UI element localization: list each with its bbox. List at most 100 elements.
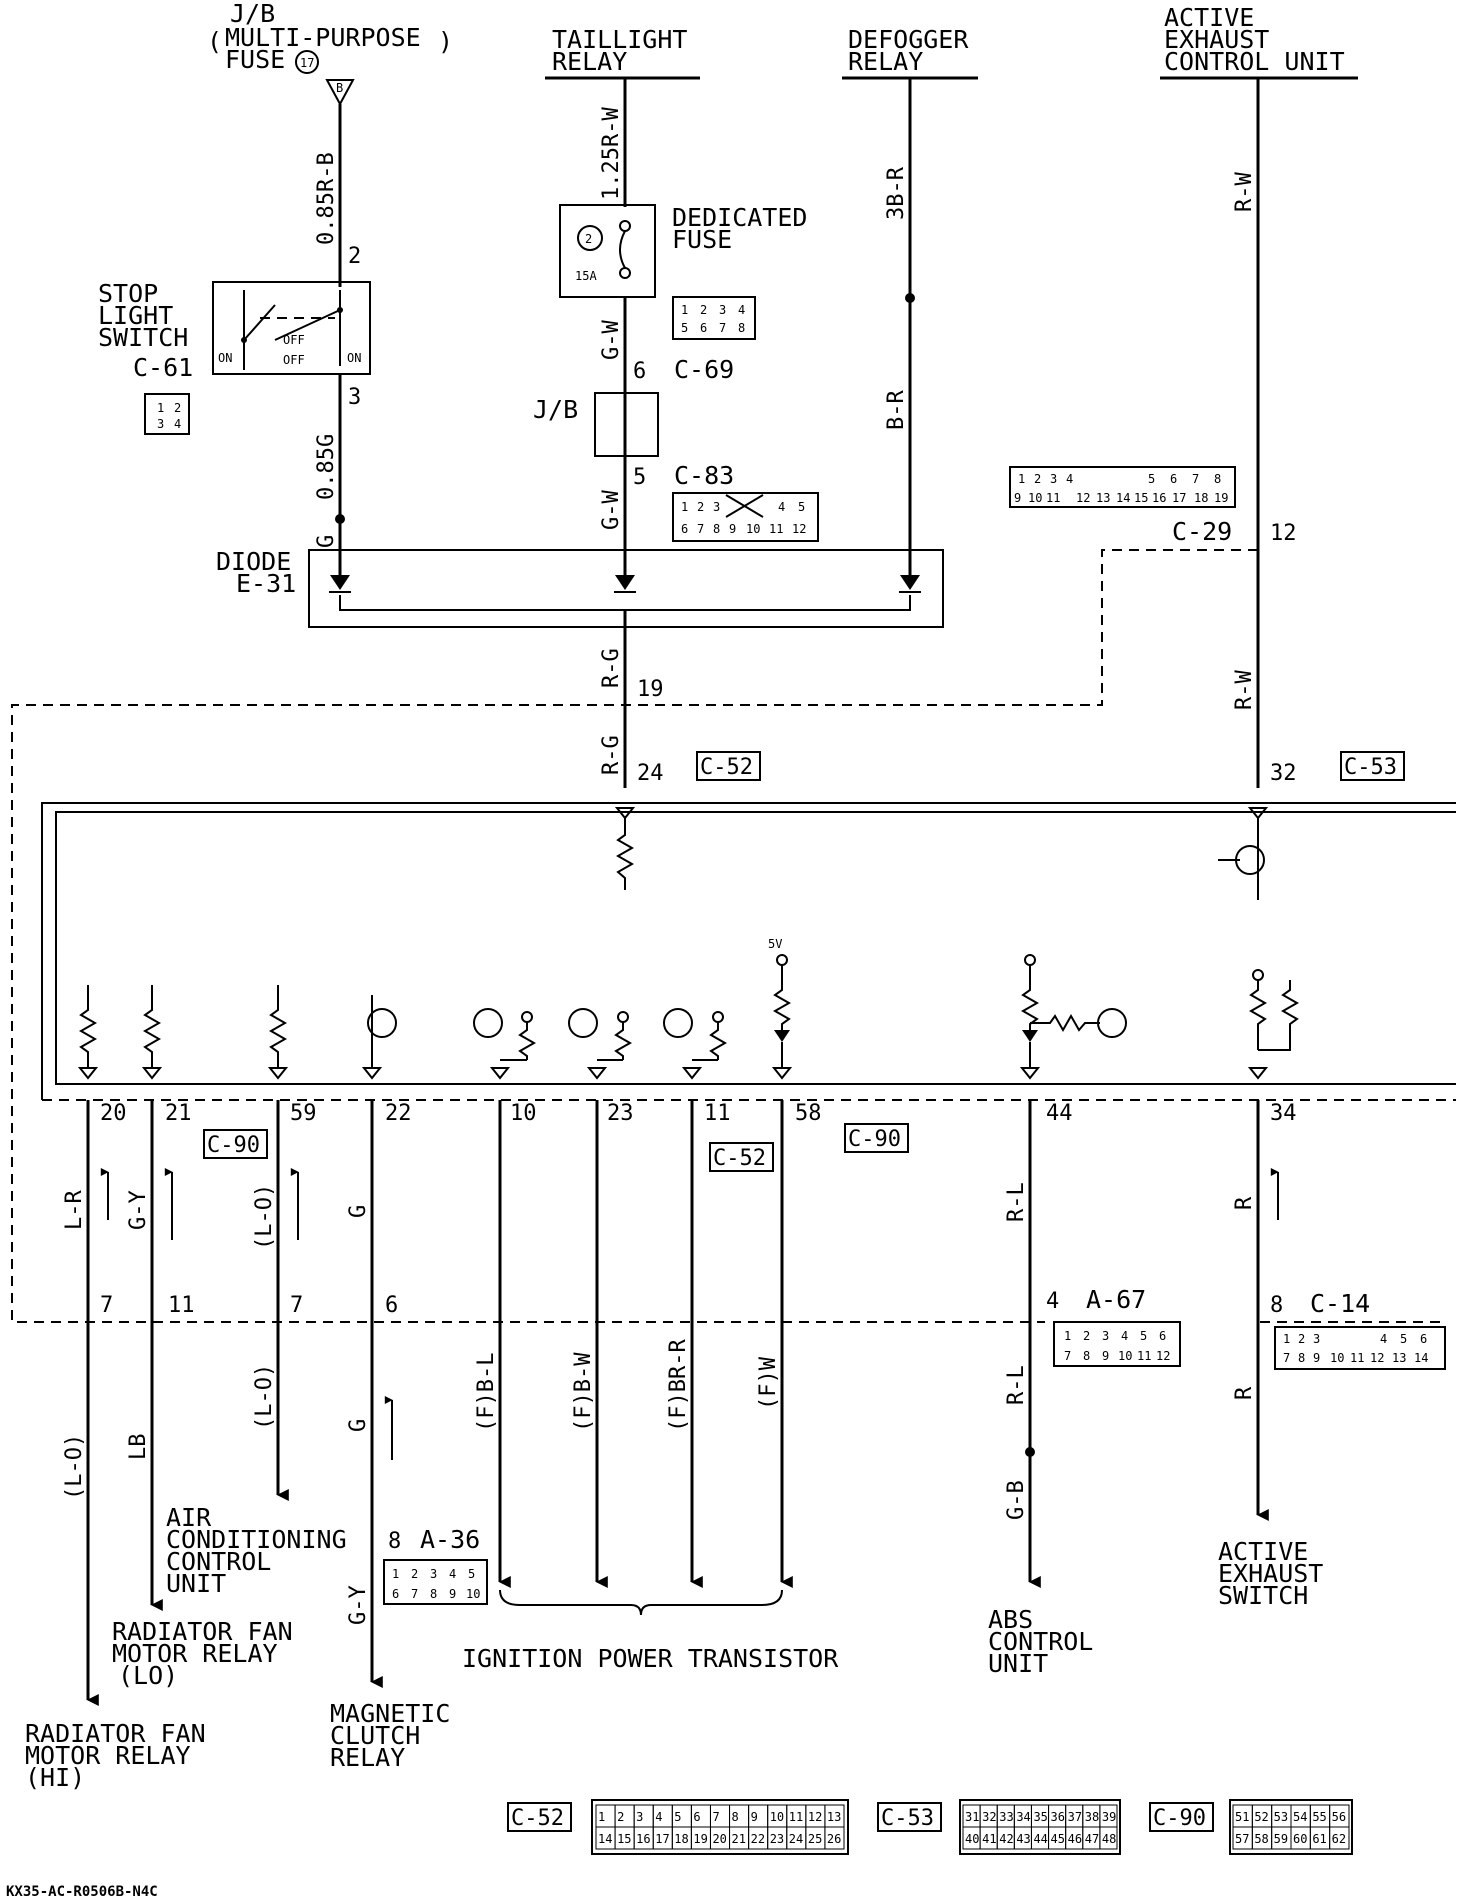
a67-pin: 1 [1064,1329,1071,1343]
pin-number: 16 [636,1832,650,1846]
ecu-circuit-44 [1019,954,1127,1080]
c52-top-label: C-52 [700,755,753,780]
pin-6: 6 [385,1293,398,1318]
transistor-32-body [1235,845,1265,875]
wire-label-br: B-R [884,390,909,430]
c29-pin: 6 [1170,472,1177,486]
pin-number: 22 [751,1832,765,1846]
pin-number: 53 [1274,1810,1288,1824]
vcc-23 [617,1011,629,1023]
exh-sw-line1: ACTIVE [1218,1537,1308,1566]
terminal-tri-10 [489,1067,511,1080]
c52-top-box [696,751,761,781]
switch-box [212,281,371,375]
wire-label-gy-b: G-Y [346,1585,371,1625]
terminal-tri-34 [1247,1067,1269,1080]
c61-pin: 3 [157,417,164,431]
ecu-input-resistor-24 [614,807,636,890]
pin-number: 54 [1293,1810,1307,1824]
pin-number: 13 [827,1810,841,1824]
mag-line3: RELAY [330,1743,405,1772]
terminal-b-label: B [336,81,343,95]
pin-19: 19 [637,677,664,702]
diode-symbol-2 [615,575,635,590]
a67-pin: 4 [1121,1329,1128,1343]
vcc-58 [776,954,788,966]
wire-label-lr: L-R [62,1190,87,1230]
pin-number: 47 [1085,1832,1099,1846]
c52-mid-box [709,1142,774,1172]
resistor-11 [709,1022,728,1060]
switch-dot-2 [337,307,343,313]
c14-pin: 5 [1400,1332,1407,1346]
dest-ac-control-unit: AIR CONDITIONING CONTROL UNIT [166,1503,347,1598]
jb-multipurpose-fuse: J/B ( MULTI-PURPOSE ) FUSE 17 B [207,0,453,107]
a67-pin: 8 [1083,1349,1090,1363]
c29-pin: 2 [1034,472,1041,486]
wire-label-g-a: G [346,1205,371,1218]
fuse-open-paren: ( [207,27,222,56]
c61-face-outline [144,393,190,435]
abs-line1: ABS [988,1605,1033,1634]
pin-number: 52 [1254,1810,1268,1824]
pin-number: 39 [1102,1810,1116,1824]
wire-label-g-b: G [346,1419,371,1432]
pin-3-switch: 3 [348,385,361,410]
pin-number: 35 [1033,1810,1047,1824]
c69-pin: 8 [738,321,745,335]
transistor-10-body [473,1008,503,1038]
c69-connector-face: 1 2 3 4 5 6 7 8 [672,296,756,340]
active-exhaust-control-unit: ACTIVE EXHAUST CONTROL UNIT [1160,3,1358,80]
pin-number: 12 [808,1810,822,1824]
wire-label-fbl: (F)B-L [474,1353,499,1432]
transistor-23-body [568,1008,598,1038]
c61-connector-face: 1 2 3 4 [144,393,190,435]
series-resistor-44 [1030,1013,1100,1033]
a67-pin: 9 [1102,1349,1109,1363]
pin-number: 3 [636,1810,643,1824]
jb-label: J/B [230,0,275,28]
footer-c53-label: C-53 [881,1806,934,1831]
pin-number: 61 [1312,1832,1326,1846]
dest-magnetic-clutch: MAGNETIC CLUTCH RELAY [330,1699,450,1772]
pin-23: 23 [607,1101,634,1126]
pin-44: 44 [1046,1101,1073,1126]
c61-label: C-61 [133,353,193,382]
a36-pin: 2 [411,1567,418,1581]
wire-label-gb: G-B [1004,1480,1029,1520]
c83-pin: 7 [697,522,704,536]
a67-connector-face: 1 2 3 4 5 6 7 8 9 10 11 12 [1053,1321,1181,1367]
resistor-34a [1248,980,1268,1050]
rad-hi-line3: (HI) [25,1763,85,1792]
switch-arm-1 [243,304,276,341]
c69-pin: 5 [681,321,688,335]
five-volt-label: 5V [768,937,782,951]
c14-pin: 1 [1283,1332,1290,1346]
exh-sw-line2: EXHAUST [1218,1559,1323,1588]
c29-pin: 13 [1096,491,1110,505]
wire-label-085g: 0.85G [314,434,339,500]
resistor-44 [1020,965,1040,1030]
resistor-59 [268,985,288,1068]
wire-label-rg-2: R-G [599,735,624,775]
wire-label-rw-top: R-W [1232,172,1257,212]
fuse-number-circle [295,50,319,74]
wire-label-rl-a: R-L [1004,1182,1029,1222]
pin-2-switch: 2 [348,244,361,269]
terminal-tri-24 [614,807,636,820]
a67-pin: 11 [1137,1349,1151,1363]
c29-pin: 14 [1116,491,1130,505]
pin-number: 15 [617,1832,631,1846]
footer-c90-label: C-90 [1153,1806,1206,1831]
zener-58 [774,1030,790,1042]
c29-outline [1009,466,1236,508]
wire-label-gy: G-Y [126,1190,151,1230]
light-label: LIGHT [98,301,173,330]
mag-line1: MAGNETIC [330,1699,450,1728]
multipurpose-label: MULTI-PURPOSE [225,23,421,52]
pin-number: 59 [1274,1832,1288,1846]
ecu-transistor-23 [568,1008,633,1080]
pin-number: 45 [1051,1832,1065,1846]
